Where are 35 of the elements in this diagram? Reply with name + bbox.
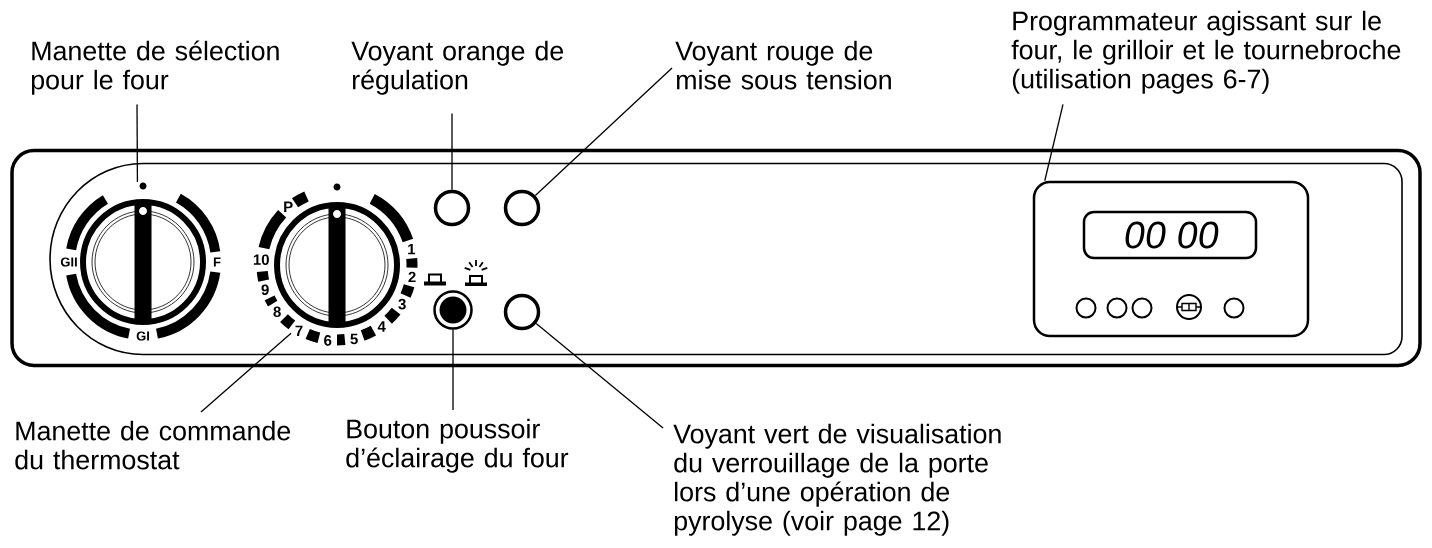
- push-button: [433, 290, 473, 330]
- control-panel: [10, 148, 1422, 368]
- dial-marking: 6: [324, 335, 332, 346]
- indicator-light: [433, 189, 471, 227]
- callout-text: Bouton poussoir d’éclairage du four: [346, 418, 569, 473]
- leader-line: [451, 112, 453, 191]
- dial-marking: P: [284, 201, 293, 212]
- callout-text: Voyant rouge de mise sous tension: [675, 40, 891, 90]
- dial-marking: 1: [408, 244, 416, 255]
- dial-marking: 3: [398, 298, 406, 310]
- programmer-panel: [1032, 180, 1310, 338]
- dial-marking: 7: [295, 325, 303, 336]
- callout-text: Manette de sélection pour le four: [31, 40, 279, 95]
- callout-text: Voyant orange de régulation: [351, 40, 564, 95]
- dial-marking: 8: [273, 306, 281, 318]
- leader-line: [534, 67, 673, 197]
- indicator-light: [503, 189, 541, 227]
- dial-marking: GII: [60, 257, 77, 267]
- callout-text: Manette de commande du thermostat: [15, 420, 291, 470]
- dial-marking: 5: [350, 333, 358, 345]
- callout-text: Voyant vert de visualisation du verrouillage de la porte lors d’une opération de pyrolyse (voir page 12): [673, 423, 1001, 536]
- dial-marking: F: [213, 257, 221, 267]
- dial-marking: 2: [408, 271, 416, 283]
- dial-marking: GI: [136, 331, 149, 341]
- dial-marking: 9: [261, 284, 269, 296]
- leader-line: [452, 329, 454, 411]
- leader-line: [200, 332, 292, 413]
- leader-line: [1044, 103, 1064, 182]
- digital-display: 00 00: [1082, 210, 1258, 260]
- dial-marking: 10: [253, 254, 269, 265]
- indicator-light: [503, 293, 541, 331]
- leader-line: [535, 322, 664, 429]
- dial-marking: 4: [377, 321, 386, 332]
- callout-text: Programmateur agissant sur le four, le grilloir et le tournebroche (utilisation pages 6-7): [1011, 10, 1401, 94]
- leader-line: [136, 103, 139, 183]
